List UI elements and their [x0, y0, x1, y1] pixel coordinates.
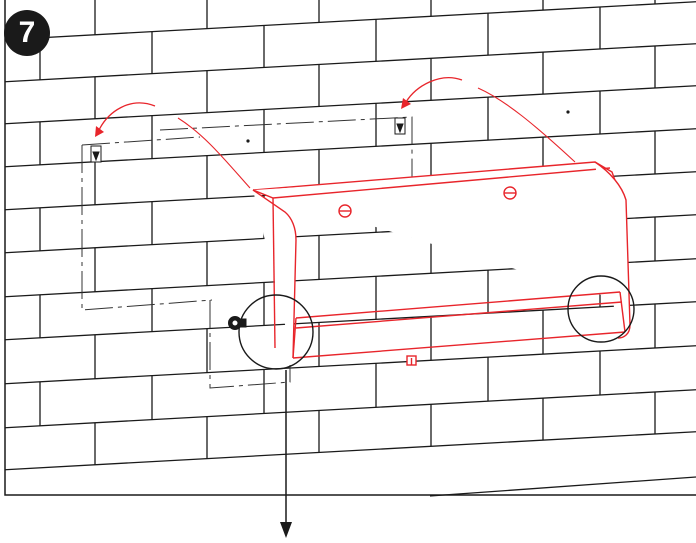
mounting-bracket-left [90, 145, 102, 163]
panel-trajectory [177, 87, 576, 189]
red-panel [252, 161, 631, 366]
mortar-course [4, 128, 696, 168]
mortar-course [4, 1, 696, 41]
wall-screw [228, 316, 247, 330]
mounting-bracket-right [394, 117, 406, 135]
screw-hole [566, 110, 570, 114]
mortar-course [4, 431, 696, 471]
red-curved-arrow-left [95, 102, 156, 137]
step-number-badge: 7 [4, 10, 50, 56]
mortar-course [4, 43, 696, 83]
screw-hole [246, 139, 250, 143]
detail-circle-right [567, 275, 635, 343]
mortar-course [4, 389, 696, 429]
mortar-course [4, 345, 696, 385]
mounting-template [81, 116, 413, 389]
down-arrow [280, 370, 292, 538]
mortar-course [4, 85, 696, 125]
detail-circle-left [238, 294, 314, 370]
mortar-course [4, 301, 696, 341]
red-curved-arrow-right [401, 77, 463, 109]
